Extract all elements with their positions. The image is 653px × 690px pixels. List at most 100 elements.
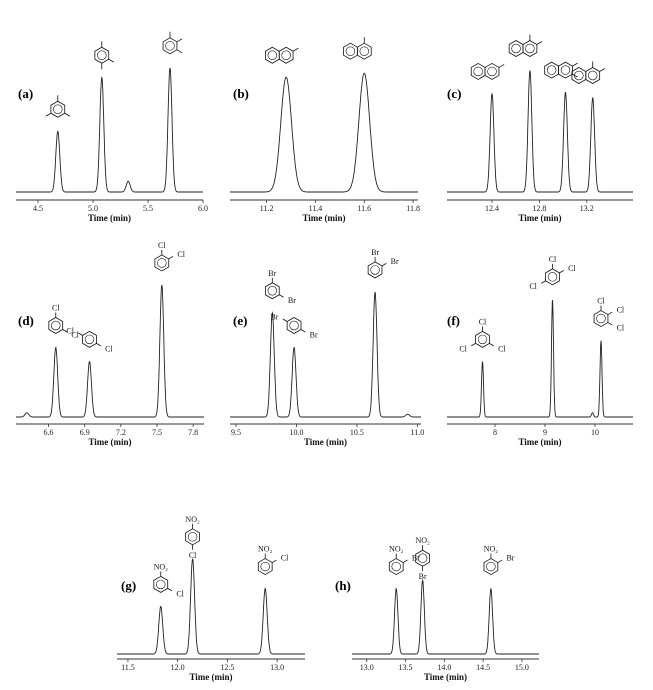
methyl-bond: [176, 38, 183, 43]
substituent-bond: [559, 270, 564, 274]
benzene-ring: [82, 330, 97, 348]
benzene-ring: [264, 46, 280, 64]
structure-c-2: [544, 61, 578, 79]
panel-label: (c): [447, 86, 461, 101]
benzene-ring: [278, 46, 294, 64]
aromatic-circle: [267, 286, 278, 296]
substituent-bond: [381, 263, 387, 267]
methyl-bond: [64, 112, 71, 117]
x-tick-label: 11.5: [121, 663, 135, 672]
x-tick-label: 13.2: [580, 204, 594, 213]
x-axis-label: Time (min): [424, 672, 467, 682]
substituent-label: Cl: [52, 304, 60, 313]
x-tick-label: 11.6: [357, 204, 371, 213]
aromatic-circle: [260, 561, 270, 572]
aromatic-circle: [487, 66, 497, 77]
aromatic-circle: [511, 43, 521, 54]
benzene-ring: [388, 558, 404, 576]
substituent-label: Br: [268, 269, 276, 278]
aromatic-circle: [187, 532, 198, 542]
x-tick-label: 6.0: [198, 204, 208, 213]
benzene-ring: [571, 67, 587, 84]
aromatic-circle: [370, 265, 380, 275]
x-tick-label: 14.0: [437, 663, 451, 672]
substituent-label: Cl: [189, 551, 197, 560]
panel-label: (g): [121, 578, 136, 593]
aromatic-circle: [547, 272, 558, 282]
substituent-bond: [497, 559, 503, 563]
substituent-bond: [607, 322, 613, 326]
structure-a-0: [45, 95, 71, 118]
substituent-label: Br: [288, 296, 296, 305]
chromatogram-trace: [117, 558, 305, 655]
substituent-bond: [279, 294, 284, 298]
x-tick-label: 4.5: [33, 204, 43, 213]
aromatic-circle: [473, 66, 483, 77]
benzene-ring: [545, 268, 560, 286]
aromatic-circle: [289, 320, 299, 331]
benzene-ring: [343, 42, 358, 60]
methyl-bond: [292, 47, 299, 52]
aromatic-circle: [596, 313, 606, 324]
aromatic-circle: [97, 50, 107, 60]
benzene-ring: [367, 261, 383, 279]
substituent-bond: [300, 329, 306, 333]
methyl-bond: [536, 41, 543, 45]
aromatic-circle: [84, 334, 95, 345]
structure-a-1: [94, 41, 115, 70]
x-tick-label: 11.4: [309, 204, 323, 213]
chromatogram-trace: [447, 70, 633, 193]
substituent-label: NO₂: [389, 545, 404, 554]
substituent-label: Cl: [281, 554, 289, 563]
substituent-bond: [168, 256, 174, 260]
benzene-ring: [48, 317, 64, 334]
structure-c-1: [508, 34, 543, 57]
panel-label: (a): [18, 86, 33, 101]
substituent-label: Br: [419, 572, 427, 581]
x-tick-label: 7.2: [116, 428, 126, 437]
methyl-bond: [479, 75, 486, 79]
chromatogram-trace: [352, 578, 539, 655]
substituent-bond: [271, 559, 277, 563]
substituent-bond: [96, 343, 101, 347]
x-tick-label: 11.2: [260, 204, 274, 213]
benzene-ring: [264, 282, 280, 300]
benzene-ring: [257, 558, 273, 576]
chromatogram-trace: [16, 67, 203, 193]
panel-label: (f): [447, 313, 460, 328]
aromatic-circle: [359, 46, 369, 56]
substituent-label: Cl: [498, 344, 506, 353]
substituent-label: Cl: [176, 589, 184, 598]
x-axis-label: Time (min): [518, 437, 561, 447]
x-tick-label: 10.0: [289, 428, 303, 437]
methyl-bond: [45, 112, 52, 117]
benzene-ring: [162, 37, 178, 55]
x-tick-label: 7.5: [152, 428, 162, 437]
substituent-label: NO₂: [185, 515, 200, 524]
aromatic-circle: [156, 579, 166, 590]
aromatic-circle: [267, 50, 277, 60]
x-tick-label: 10.5: [350, 428, 364, 437]
aromatic-circle: [477, 334, 488, 345]
chromatogram-trace: [16, 284, 204, 418]
x-tick-label: 14.5: [476, 663, 490, 672]
benzene-ring: [286, 317, 302, 334]
x-tick-label: 11.8: [406, 204, 420, 213]
substituent-bond: [607, 311, 613, 315]
aromatic-circle: [51, 320, 61, 331]
x-tick-label: 13.0: [360, 663, 374, 672]
methyl-bond: [498, 64, 505, 68]
benzene-ring: [544, 61, 559, 79]
benzene-ring: [593, 310, 609, 328]
substituent-label: Cl: [71, 331, 79, 340]
substituent-label: Cl: [459, 344, 467, 353]
structure-a-3: [162, 31, 183, 55]
substituent-bond: [62, 329, 68, 333]
x-tick-label: 8: [493, 428, 497, 437]
